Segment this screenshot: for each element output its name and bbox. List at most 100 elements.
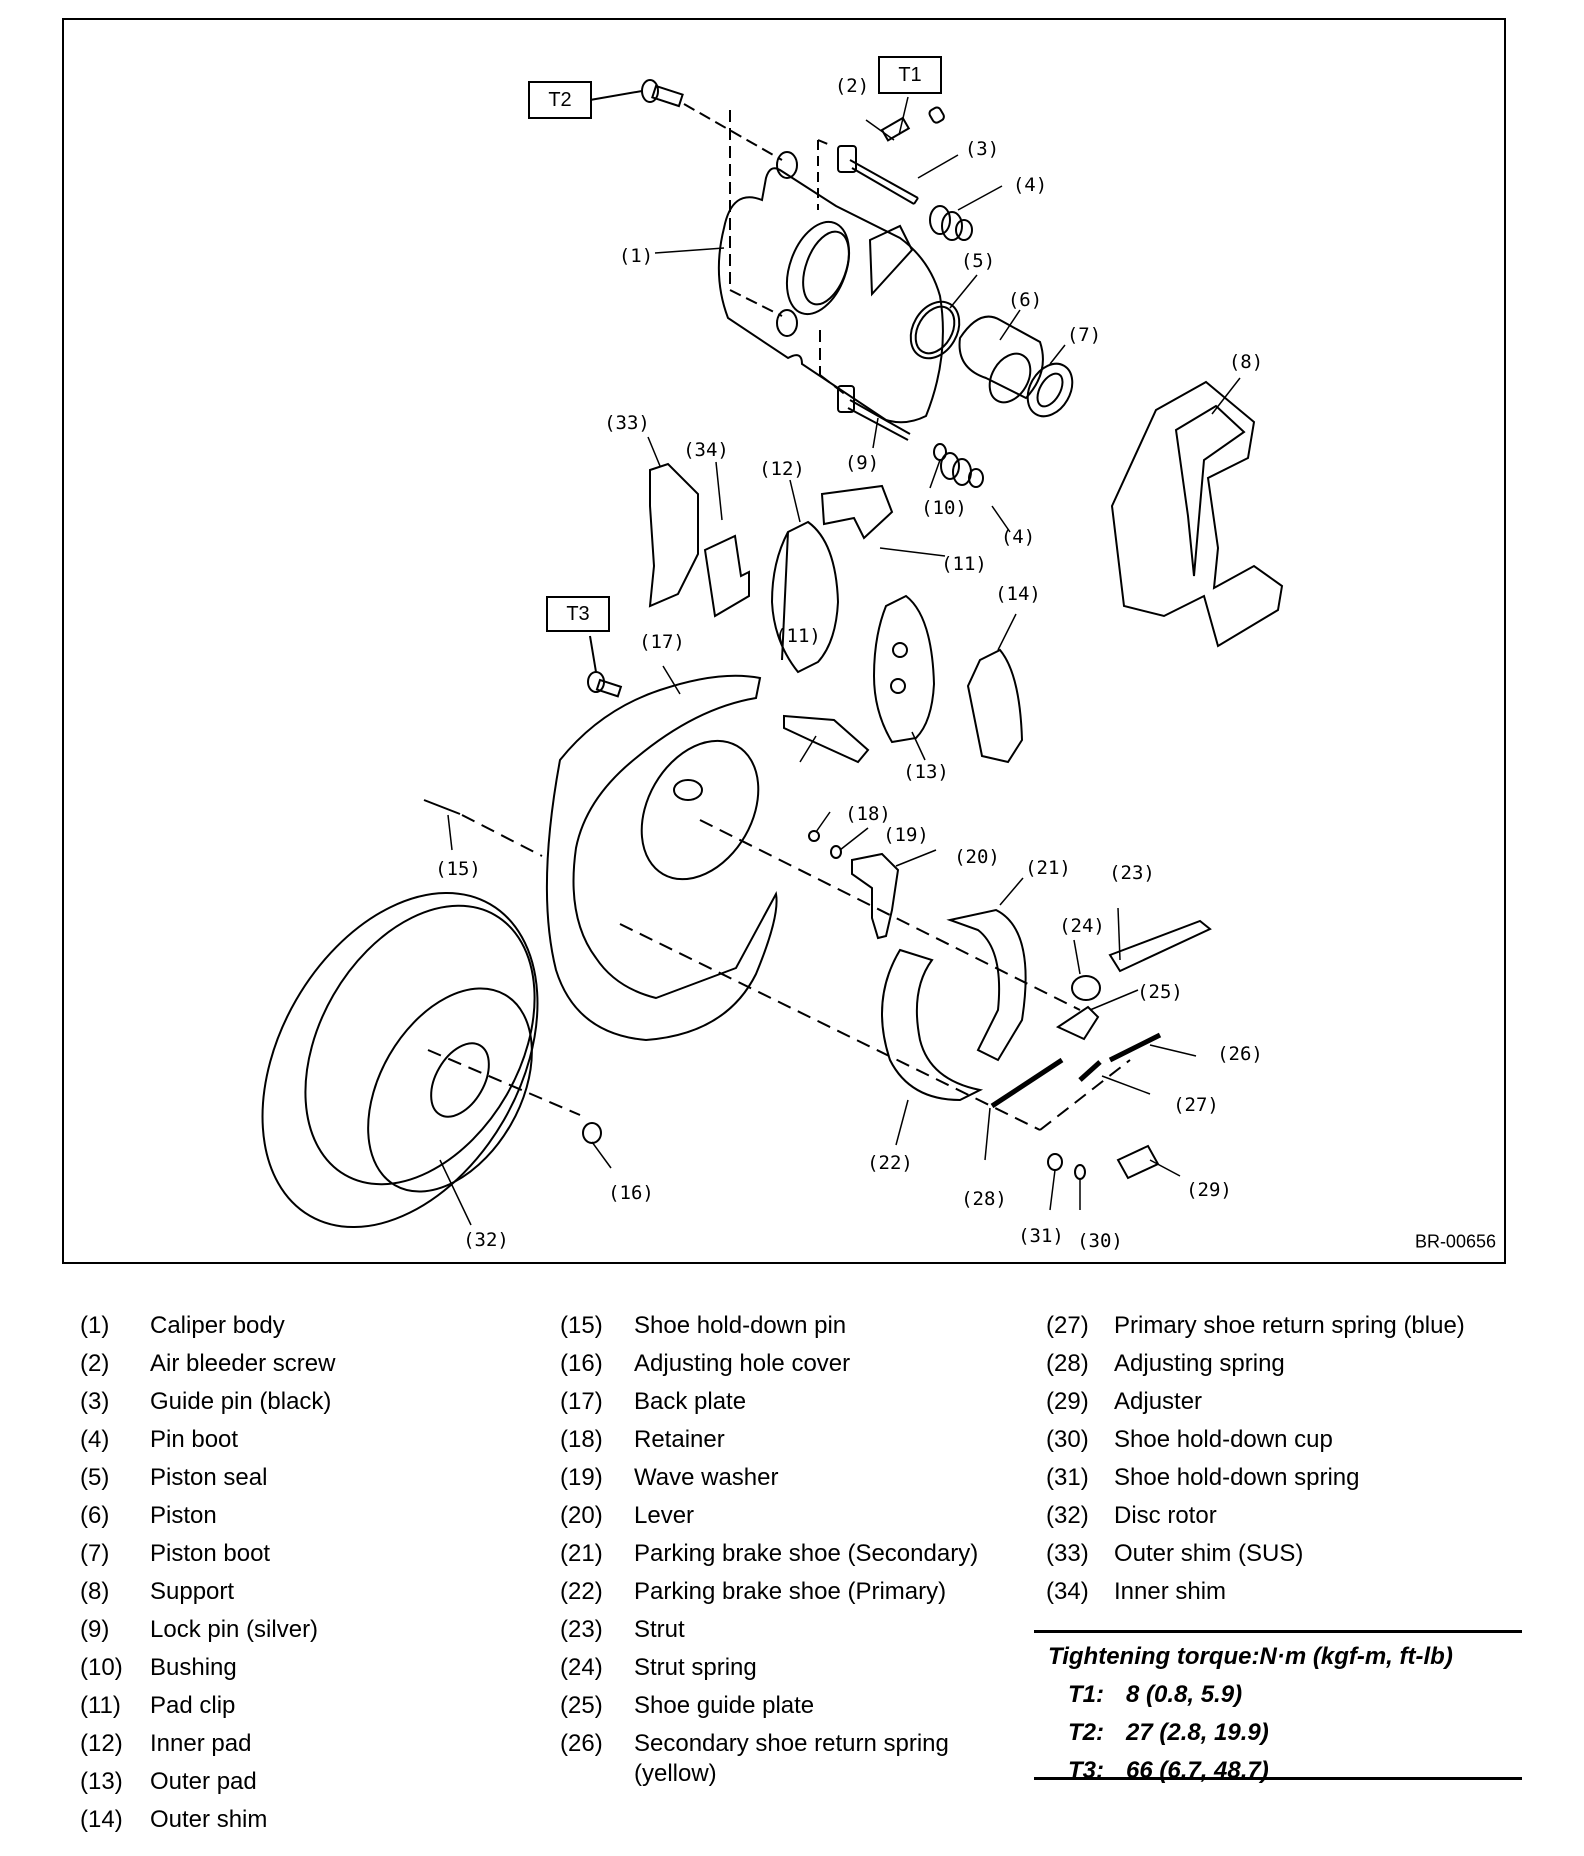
adjusting-hole-cover-icon	[582, 1122, 602, 1144]
legend-item: (27)Primary shoe return spring (blue)	[1046, 1312, 1566, 1350]
legend-item: (6)Piston	[80, 1502, 520, 1540]
legend-number: (19)	[560, 1464, 603, 1491]
legend-part-name: Piston seal	[150, 1464, 268, 1491]
legend-part-name: Support	[150, 1578, 235, 1605]
piston-seal-icon	[909, 300, 961, 360]
callout-31: (31)	[1018, 1225, 1064, 1247]
legend-item: (13)Outer pad	[80, 1768, 520, 1806]
callout-26: (26)	[1217, 1043, 1263, 1065]
backplate-bolt-t3-icon	[587, 635, 623, 698]
legend-item: (9) Lock pin (silver)	[80, 1616, 520, 1654]
legend-part-name: Primary shoe return spring (blue)	[1114, 1312, 1465, 1339]
callout-12: (12)	[759, 458, 805, 480]
back-plate-icon	[545, 674, 778, 1042]
legend-item: (32) Disc rotor	[1046, 1502, 1566, 1540]
disc-rotor-icon	[261, 891, 581, 1229]
legend-item: (5)Piston seal	[80, 1464, 520, 1502]
legend-number: (17)	[560, 1388, 603, 1415]
legend-number: (21)	[560, 1540, 603, 1567]
legend-number: (31)	[1046, 1464, 1089, 1491]
legend-item: (28)Adjusting spring	[1046, 1350, 1566, 1388]
legend-item: (10)Bushing	[80, 1654, 520, 1692]
callout-10: (10)	[921, 497, 967, 519]
torque-tag: T1:	[1068, 1681, 1104, 1708]
primary-return-spring-icon	[1078, 1060, 1102, 1082]
air-bleeder-screw-icon	[880, 106, 945, 142]
callout-14: (14)	[995, 583, 1041, 605]
parking-brake-shoe-primary-icon	[881, 948, 984, 1102]
pin-boot-icon	[929, 205, 973, 241]
callout-23: (23)	[1109, 862, 1155, 884]
legend-part-name: Lock pin (silver)	[150, 1616, 319, 1643]
outer-shim-icon	[966, 648, 1024, 764]
legend-item: (4)Pin boot	[80, 1426, 520, 1464]
legend-column-3: (27)Primary shoe return spring (blue)(28…	[1046, 1312, 1566, 1616]
callout-5: (5)	[960, 250, 996, 272]
legend-part-name: Strut	[634, 1616, 685, 1643]
lever-icon	[851, 852, 900, 940]
legend-item: (2)Air bleeder screw	[80, 1350, 520, 1388]
legend-part-name: Shoe hold-down cup	[1114, 1426, 1333, 1453]
shoe-guide-plate-icon	[1055, 1005, 1100, 1041]
parking-brake-shoe-secondary-icon	[946, 908, 1027, 1062]
legend-part-name: Caliper body	[150, 1312, 285, 1339]
callout-15: (15)	[435, 858, 481, 880]
diagram-frame	[62, 18, 1506, 1264]
legend-item: (19)Wave washer	[560, 1464, 1040, 1502]
legend-part-name: Inner shim	[1114, 1578, 1227, 1605]
callout-20: (20)	[954, 846, 1000, 868]
secondary-return-spring-icon	[1108, 1032, 1162, 1063]
legend-column-2: (15)Shoe hold-down pin(16) Adjusting hole…	[560, 1312, 1040, 1806]
legend-item: (22)Parking brake shoe (Primary)	[560, 1578, 1040, 1616]
callout-34: (34)	[683, 439, 729, 461]
legend-part-name: Adjusting hole cover	[634, 1350, 851, 1377]
callout-25: (25)	[1137, 981, 1183, 1003]
legend-number: (30)	[1046, 1426, 1089, 1453]
torque-tag-t2: T2	[528, 81, 592, 119]
legend-number: (26)	[560, 1730, 603, 1757]
torque-tag-t1: T1	[878, 56, 942, 94]
legend-number: (1)	[80, 1312, 110, 1339]
legend-number: (3)	[80, 1388, 110, 1415]
legend-number: (8)	[80, 1578, 110, 1605]
legend-item: (24)Strut spring	[560, 1654, 1040, 1692]
legend-part-name: Pad clip	[150, 1692, 236, 1719]
callout-24: (24)	[1059, 915, 1105, 937]
pin-boot-lower-icon	[940, 452, 984, 488]
callout-29: (29)	[1186, 1179, 1232, 1201]
legend-part-name: Adjusting spring	[1114, 1350, 1285, 1377]
legend-number: (15)	[560, 1312, 603, 1339]
legend-part-name: Shoe hold-down spring	[1114, 1464, 1360, 1491]
legend-item: (17)Back plate	[560, 1388, 1040, 1426]
legend-item: (3)Guide pin (black)	[80, 1388, 520, 1426]
legend-part-name: Bushing	[150, 1654, 237, 1681]
callout-4: (4)	[1000, 526, 1036, 548]
legend-part-name: Piston boot	[150, 1540, 271, 1567]
callout-13: (13)	[903, 761, 949, 783]
legend-item: (1) Caliper body	[80, 1312, 520, 1350]
callout-30: (30)	[1077, 1230, 1123, 1252]
legend-number: (18)	[560, 1426, 603, 1453]
legend-number: (32)	[1046, 1502, 1089, 1529]
torque-table-header: Tightening torque:N·m (kgf-m, ft-lb)	[1048, 1643, 1453, 1670]
inner-pad-icon	[770, 520, 840, 674]
callout-11: (11)	[775, 625, 821, 647]
legend-number: (16)	[560, 1350, 603, 1377]
torque-tag: T3:	[1068, 1757, 1104, 1784]
axis-line	[699, 819, 1081, 1011]
legend-number: (6)	[80, 1502, 110, 1529]
legend-part-name: Parking brake shoe (Secondary)	[634, 1540, 979, 1567]
legend-number: (9)	[80, 1616, 110, 1643]
outer-shim-sus-icon	[648, 462, 699, 608]
strut-spring-icon	[1071, 975, 1101, 1001]
legend-part-name: Disc rotor	[1114, 1502, 1217, 1529]
callout-9: (9)	[844, 452, 880, 474]
callout-4: (4)	[1012, 174, 1048, 196]
callout-32: (32)	[463, 1229, 509, 1251]
caliper-bolt-t2-icon	[589, 79, 684, 108]
callout-1: (1)	[618, 245, 654, 267]
legend-item: (15)Shoe hold-down pin	[560, 1312, 1040, 1350]
callout-28: (28)	[961, 1188, 1007, 1210]
outer-pad-icon	[872, 594, 936, 744]
legend-number: (34)	[1046, 1578, 1089, 1605]
